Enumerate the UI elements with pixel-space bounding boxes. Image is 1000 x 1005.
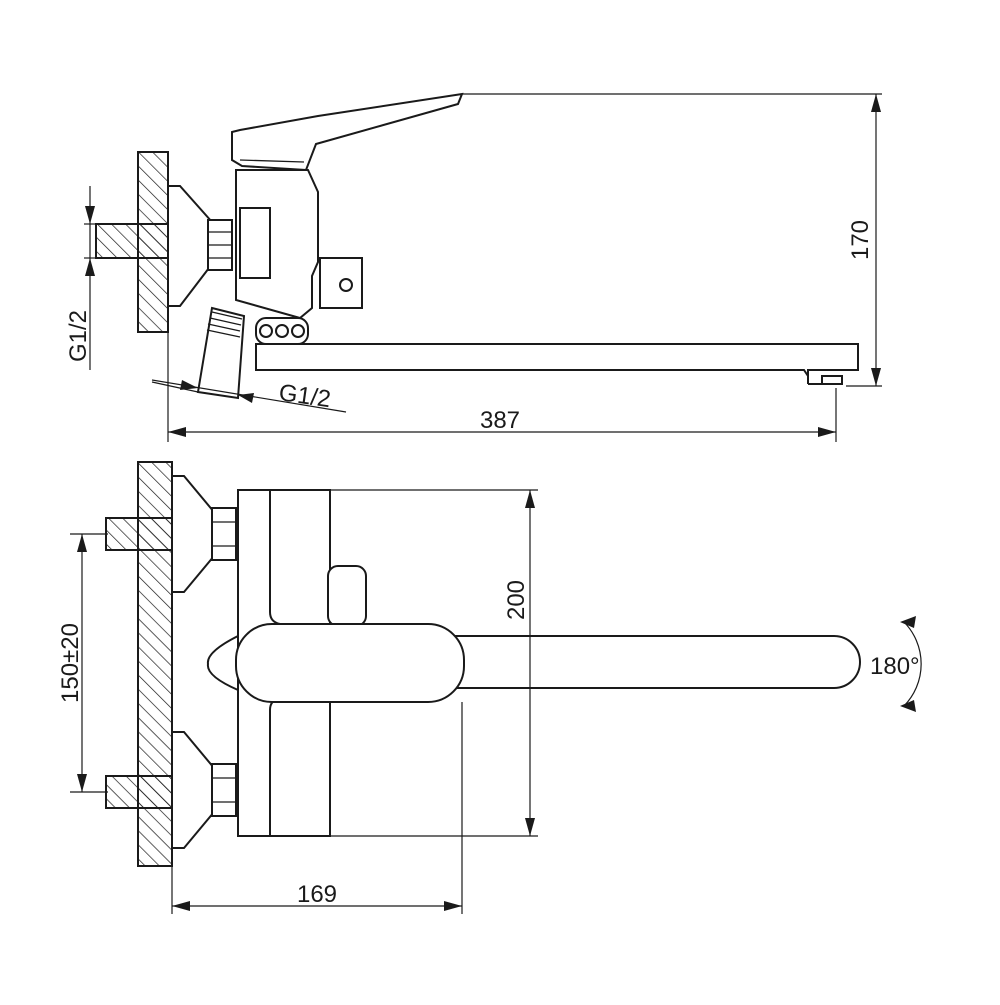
dim-169-label: 169 (297, 881, 337, 908)
union-nut-top-lower (211, 763, 237, 817)
escutcheon-side (167, 185, 213, 307)
inlet-pipe-side (95, 223, 169, 259)
dim-200-label: 200 (503, 580, 530, 620)
lever-handle-side (231, 92, 464, 172)
escutcheon-top-lower (171, 731, 215, 849)
escutcheon-top-upper (171, 475, 215, 593)
spout-side (255, 343, 859, 380)
diverter-window (239, 207, 271, 279)
diverter-knob-dot (339, 278, 353, 292)
hose-outlet-side (196, 306, 246, 400)
rotation-label: 180° (870, 653, 920, 680)
dim-inlet-spacing-label: 150±20 (57, 623, 84, 703)
dim-170-label: 170 (847, 220, 874, 260)
rotation-arc (903, 621, 922, 707)
body-cap-top (206, 634, 239, 692)
side-view: 170 387 G1/2 G1/2 (65, 92, 882, 442)
mixer-body-side (235, 169, 319, 320)
spout-top (419, 635, 861, 689)
diverter-knob-top (327, 565, 367, 627)
dim-thread-wall-label: G1/2 (65, 310, 92, 362)
inlet-pipe-top-lower (105, 775, 173, 809)
swivel-ring-side (255, 317, 309, 345)
inlet-pipe-top-upper (105, 517, 173, 551)
dim-thread-hose-label: G1/2 (277, 379, 332, 413)
lever-handle-top (235, 623, 465, 703)
top-view: 200 150±20 169 180° (57, 461, 922, 914)
union-nut-top-upper (211, 507, 237, 561)
aerator-side (821, 375, 843, 385)
dim-387-label: 387 (480, 407, 520, 434)
